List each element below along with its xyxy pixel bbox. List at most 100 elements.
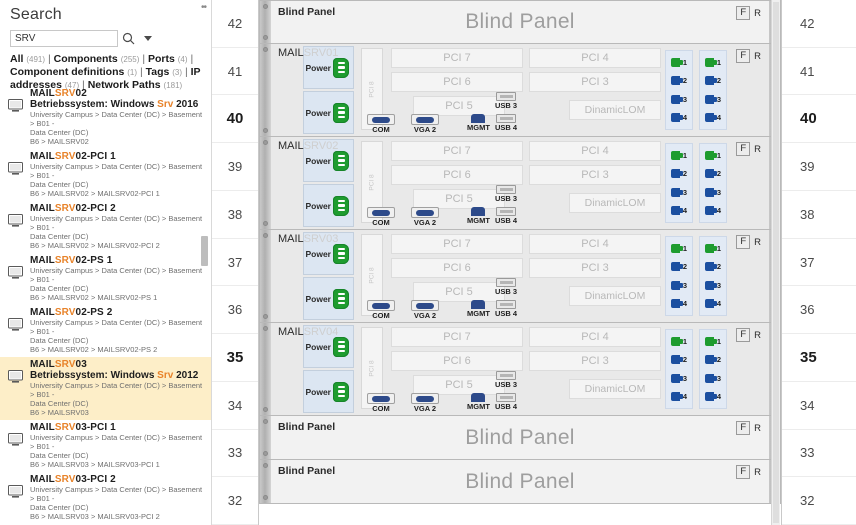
- front-view-button[interactable]: F: [736, 421, 751, 435]
- nic-port-3[interactable]: 3: [704, 280, 721, 290]
- nic-port-2[interactable]: 2: [704, 169, 721, 179]
- front-view-button[interactable]: F: [736, 465, 751, 479]
- filter-link-component-definitions[interactable]: Component definitions (1): [10, 66, 138, 78]
- pci-slot-3[interactable]: PCI 6: [391, 351, 523, 371]
- front-view-button[interactable]: F: [736, 6, 751, 20]
- nic-port-1[interactable]: 1: [670, 150, 687, 160]
- pci-slot-5[interactable]: PCI 5: [413, 96, 505, 116]
- pci-slot-5[interactable]: PCI 5: [413, 189, 505, 209]
- nic-port-2[interactable]: 2: [670, 355, 687, 365]
- nic-port-2[interactable]: 2: [704, 76, 721, 86]
- nic-port-1[interactable]: 1: [670, 336, 687, 346]
- dynamic-lom-slot[interactable]: DinamicLOM: [569, 100, 661, 120]
- mgmt-port[interactable]: MGMT: [467, 393, 490, 411]
- nic-port-4[interactable]: 4: [704, 206, 721, 216]
- power-supply-1[interactable]: Power: [303, 325, 354, 368]
- pci-slot-1[interactable]: PCI 7: [391, 327, 523, 347]
- nic-port-2[interactable]: 2: [670, 262, 687, 272]
- rear-view-button[interactable]: R: [754, 143, 761, 155]
- vga-port[interactable]: VGA 2: [411, 393, 439, 413]
- usb3-port[interactable]: USB 3: [495, 185, 517, 203]
- chevron-down-icon[interactable]: [138, 30, 158, 47]
- nic-port-2[interactable]: 2: [670, 169, 687, 179]
- pci-slot-2[interactable]: PCI 4: [529, 327, 661, 347]
- mgmt-port[interactable]: MGMT: [467, 114, 490, 132]
- filter-link-network-paths[interactable]: Network Paths (181): [87, 79, 183, 91]
- usb3-port[interactable]: USB 3: [495, 371, 517, 389]
- pci-slot-2[interactable]: PCI 4: [529, 234, 661, 254]
- search-icon[interactable]: [118, 30, 138, 47]
- vga-port[interactable]: VGA 2: [411, 114, 439, 134]
- rack-scrollbar[interactable]: [771, 0, 780, 525]
- pci-slot-2[interactable]: PCI 4: [529, 141, 661, 161]
- power-supply-2[interactable]: Power: [303, 91, 354, 134]
- com-port[interactable]: COM: [367, 207, 395, 227]
- nic-port-3[interactable]: 3: [704, 94, 721, 104]
- power-supply-1[interactable]: Power: [303, 46, 354, 89]
- pci-slot-3[interactable]: PCI 6: [391, 72, 523, 92]
- power-supply-2[interactable]: Power: [303, 277, 354, 320]
- search-results-scrollbar[interactable]: [201, 236, 208, 266]
- nic-port-4[interactable]: 4: [670, 392, 687, 402]
- pci-slot-1[interactable]: PCI 7: [391, 48, 523, 68]
- front-view-button[interactable]: F: [736, 142, 751, 156]
- power-supply-1[interactable]: Power: [303, 139, 354, 182]
- filter-link-components[interactable]: Components (255): [53, 53, 140, 65]
- usb4-port[interactable]: USB 4: [495, 393, 517, 411]
- rear-view-button[interactable]: R: [754, 329, 761, 341]
- dynamic-lom-slot[interactable]: DinamicLOM: [569, 379, 661, 399]
- nic-port-4[interactable]: 4: [704, 113, 721, 123]
- nic-port-1[interactable]: 1: [704, 336, 721, 346]
- usb4-port[interactable]: USB 4: [495, 300, 517, 318]
- nic-port-3[interactable]: 3: [704, 187, 721, 197]
- collapse-icon[interactable]: ••: [200, 2, 207, 13]
- usb4-port[interactable]: USB 4: [495, 114, 517, 132]
- nic-port-4[interactable]: 4: [670, 299, 687, 309]
- search-input[interactable]: [10, 30, 118, 47]
- pci-slot-4[interactable]: PCI 3: [529, 72, 661, 92]
- rack-scrollbar-thumb[interactable]: [773, 2, 779, 523]
- nic-port-3[interactable]: 3: [670, 280, 687, 290]
- power-supply-1[interactable]: Power: [303, 232, 354, 275]
- nic-port-1[interactable]: 1: [670, 57, 687, 67]
- nic-port-3[interactable]: 3: [670, 94, 687, 104]
- usb3-port[interactable]: USB 3: [495, 278, 517, 296]
- pci-slot-1[interactable]: PCI 7: [391, 234, 523, 254]
- pci-slot-8[interactable]: PCI 8: [361, 327, 383, 409]
- power-supply-2[interactable]: Power: [303, 184, 354, 227]
- dynamic-lom-slot[interactable]: DinamicLOM: [569, 193, 661, 213]
- nic-port-1[interactable]: 1: [670, 243, 687, 253]
- nic-port-3[interactable]: 3: [704, 373, 721, 383]
- pci-slot-1[interactable]: PCI 7: [391, 141, 523, 161]
- nic-port-1[interactable]: 1: [704, 57, 721, 67]
- power-supply-2[interactable]: Power: [303, 370, 354, 413]
- pci-slot-3[interactable]: PCI 6: [391, 165, 523, 185]
- front-view-button[interactable]: F: [736, 235, 751, 249]
- com-port[interactable]: COM: [367, 114, 395, 134]
- nic-port-4[interactable]: 4: [704, 392, 721, 402]
- vga-port[interactable]: VGA 2: [411, 207, 439, 227]
- nic-port-1[interactable]: 1: [704, 150, 721, 160]
- nic-port-3[interactable]: 3: [670, 187, 687, 197]
- nic-port-2[interactable]: 2: [704, 355, 721, 365]
- pci-slot-8[interactable]: PCI 8: [361, 141, 383, 223]
- filter-link-ports[interactable]: Ports (4): [147, 53, 188, 65]
- nic-port-2[interactable]: 2: [670, 76, 687, 86]
- usb3-port[interactable]: USB 3: [495, 92, 517, 110]
- pci-slot-2[interactable]: PCI 4: [529, 48, 661, 68]
- rear-view-button[interactable]: R: [754, 422, 761, 434]
- filter-link-tags[interactable]: Tags (3): [145, 66, 183, 78]
- pci-slot-8[interactable]: PCI 8: [361, 234, 383, 316]
- pci-slot-5[interactable]: PCI 5: [413, 282, 505, 302]
